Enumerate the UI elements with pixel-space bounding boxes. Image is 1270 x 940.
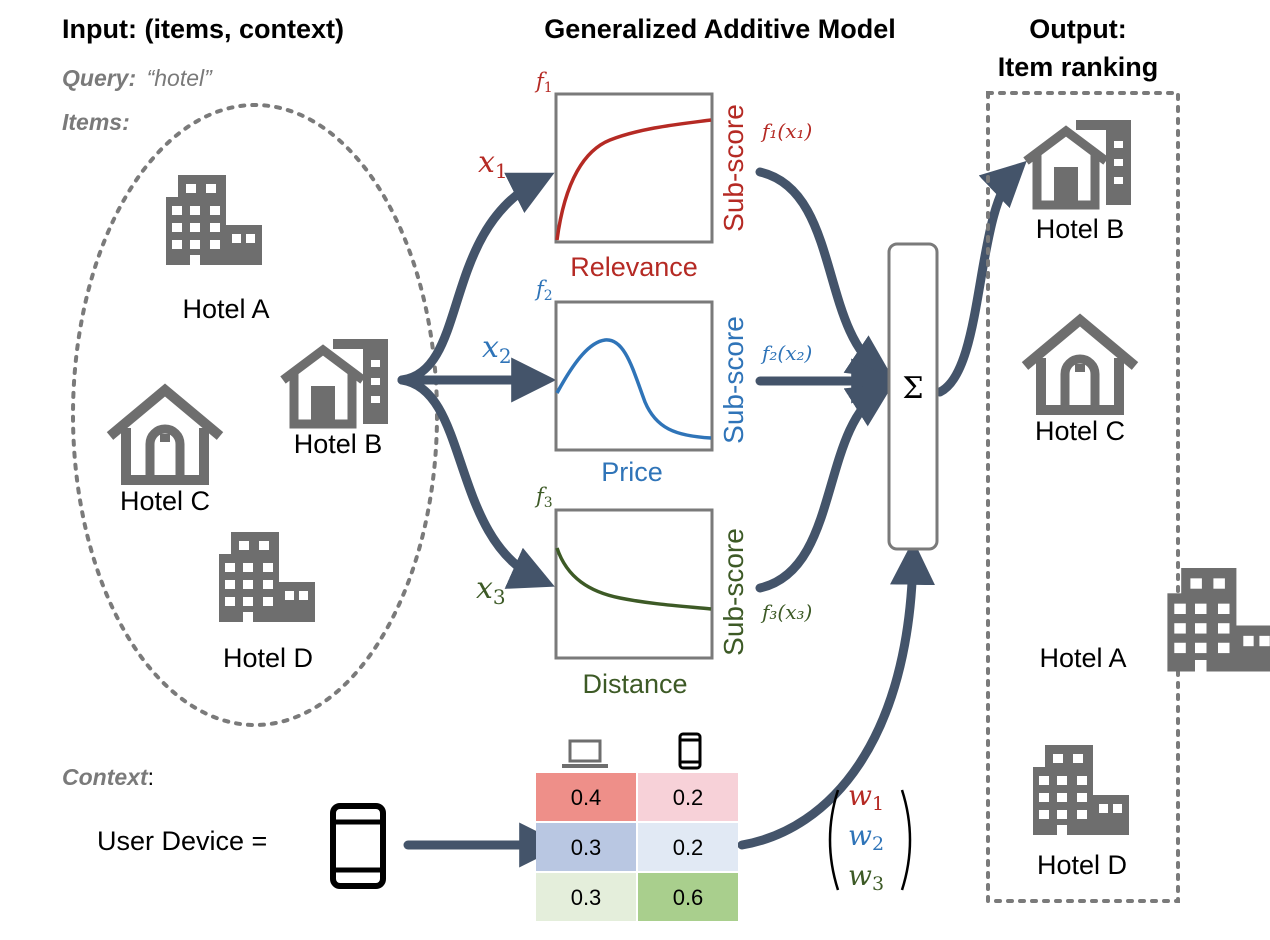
weight-cell-value: 0.3 — [571, 885, 602, 910]
x1-label: x1 — [478, 145, 508, 183]
distance-subscore-label: Sub-score — [718, 528, 749, 656]
x3-label: x3 — [476, 571, 506, 609]
f1-label: f1 — [534, 69, 553, 96]
price-axis-label: Price — [601, 457, 663, 487]
price-subscore-label: Sub-score — [718, 316, 749, 444]
output-title-line2: Item ranking — [998, 52, 1159, 82]
rank3-label: Hotel A — [1039, 643, 1126, 673]
rank4-hotel-d-icon — [1033, 745, 1129, 835]
hotel-a-building-icon — [166, 175, 262, 265]
arrow-to-distance — [397, 375, 555, 589]
output-title-line1: Output: — [1029, 14, 1126, 44]
input-items-boundary — [71, 103, 439, 727]
relevance-plot-frame — [554, 92, 714, 244]
arrow-to-relevance — [397, 172, 555, 385]
user-device-label: User Device = — [97, 826, 267, 856]
f2-output-label: f₂(x₂) — [760, 341, 812, 365]
weight-cell-bg — [638, 873, 738, 921]
weight-cell-value: 0.6 — [673, 885, 704, 910]
weight-w1: w1 — [848, 779, 884, 815]
sum-node — [887, 242, 939, 551]
rank4-label: Hotel D — [1037, 850, 1127, 880]
rank3-hotel-a-icon — [1167, 568, 1270, 672]
laptop-icon — [562, 739, 608, 768]
input-title: Input: (items, context) — [62, 14, 344, 44]
arrow-sum-to-output — [935, 160, 1027, 397]
hotel-b-house-icon — [283, 339, 388, 424]
relevance-curve — [555, 118, 712, 241]
query-value: “hotel” — [147, 65, 214, 91]
rank1-label: Hotel B — [1036, 214, 1125, 244]
f3-label: f3 — [534, 484, 553, 511]
weight-cell-bg — [638, 773, 738, 821]
weight-cell-value: 0.4 — [571, 785, 602, 810]
distance-plot-frame — [554, 508, 714, 660]
weight-w3: w3 — [848, 859, 884, 895]
rank2-hotel-c-icon — [1025, 320, 1135, 410]
distance-axis-label: Distance — [582, 669, 687, 699]
weight-cell-bg — [536, 873, 636, 921]
input-hotel-c-label: Hotel C — [120, 486, 210, 516]
weight-cell-bg — [536, 823, 636, 871]
query-label: Query: — [62, 65, 136, 91]
weight-cell-bg — [638, 823, 738, 871]
distance-curve — [555, 547, 712, 611]
price-plot-frame — [554, 300, 714, 452]
weight-cell-value: 0.2 — [673, 835, 704, 860]
weight-w2: w2 — [848, 819, 884, 855]
output-ranking-box — [986, 91, 1180, 903]
weight-vector-right-paren — [900, 789, 912, 891]
context-colon: : — [148, 764, 154, 790]
relevance-subscore-label: Sub-score — [718, 104, 749, 232]
user-device-phone-icon — [330, 803, 386, 889]
weight-table: 0.4 0.2 0.3 0.2 0.3 0.6 — [536, 773, 738, 921]
model-title: Generalized Additive Model — [544, 14, 896, 44]
query-line: Query: “hotel” — [62, 65, 213, 91]
arrow-relevance-to-sum — [755, 167, 894, 380]
phone-icon — [678, 732, 702, 770]
f2-label: f2 — [534, 277, 553, 304]
x2-label: x2 — [482, 330, 512, 368]
relevance-axis-label: Relevance — [570, 252, 698, 282]
input-hotel-a-label: Hotel A — [182, 294, 269, 324]
arrow-distance-to-sum — [755, 383, 894, 593]
input-hotel-d-label: Hotel D — [223, 643, 313, 673]
context-label: Context — [62, 764, 149, 790]
f3-output-label: f₃(x₃) — [760, 600, 812, 624]
items-label: Items: — [62, 109, 130, 135]
weight-cell-bg — [536, 773, 636, 821]
weight-cell-value: 0.2 — [673, 785, 704, 810]
sum-symbol: Σ — [902, 371, 923, 406]
weight-vector-left-paren — [828, 789, 840, 891]
rank2-label: Hotel C — [1035, 416, 1125, 446]
price-curve — [555, 338, 712, 440]
rank1-hotel-b-icon — [1026, 120, 1131, 205]
input-hotel-b-label: Hotel B — [294, 429, 383, 459]
weight-cell-value: 0.3 — [571, 835, 602, 860]
hotel-d-building-icon — [219, 532, 315, 622]
context-label-line: Context: — [62, 764, 154, 790]
arrow-weights-to-sum — [737, 539, 936, 850]
f1-output-label: f₁(x₁) — [760, 119, 812, 143]
hotel-c-house-icon — [110, 390, 220, 480]
